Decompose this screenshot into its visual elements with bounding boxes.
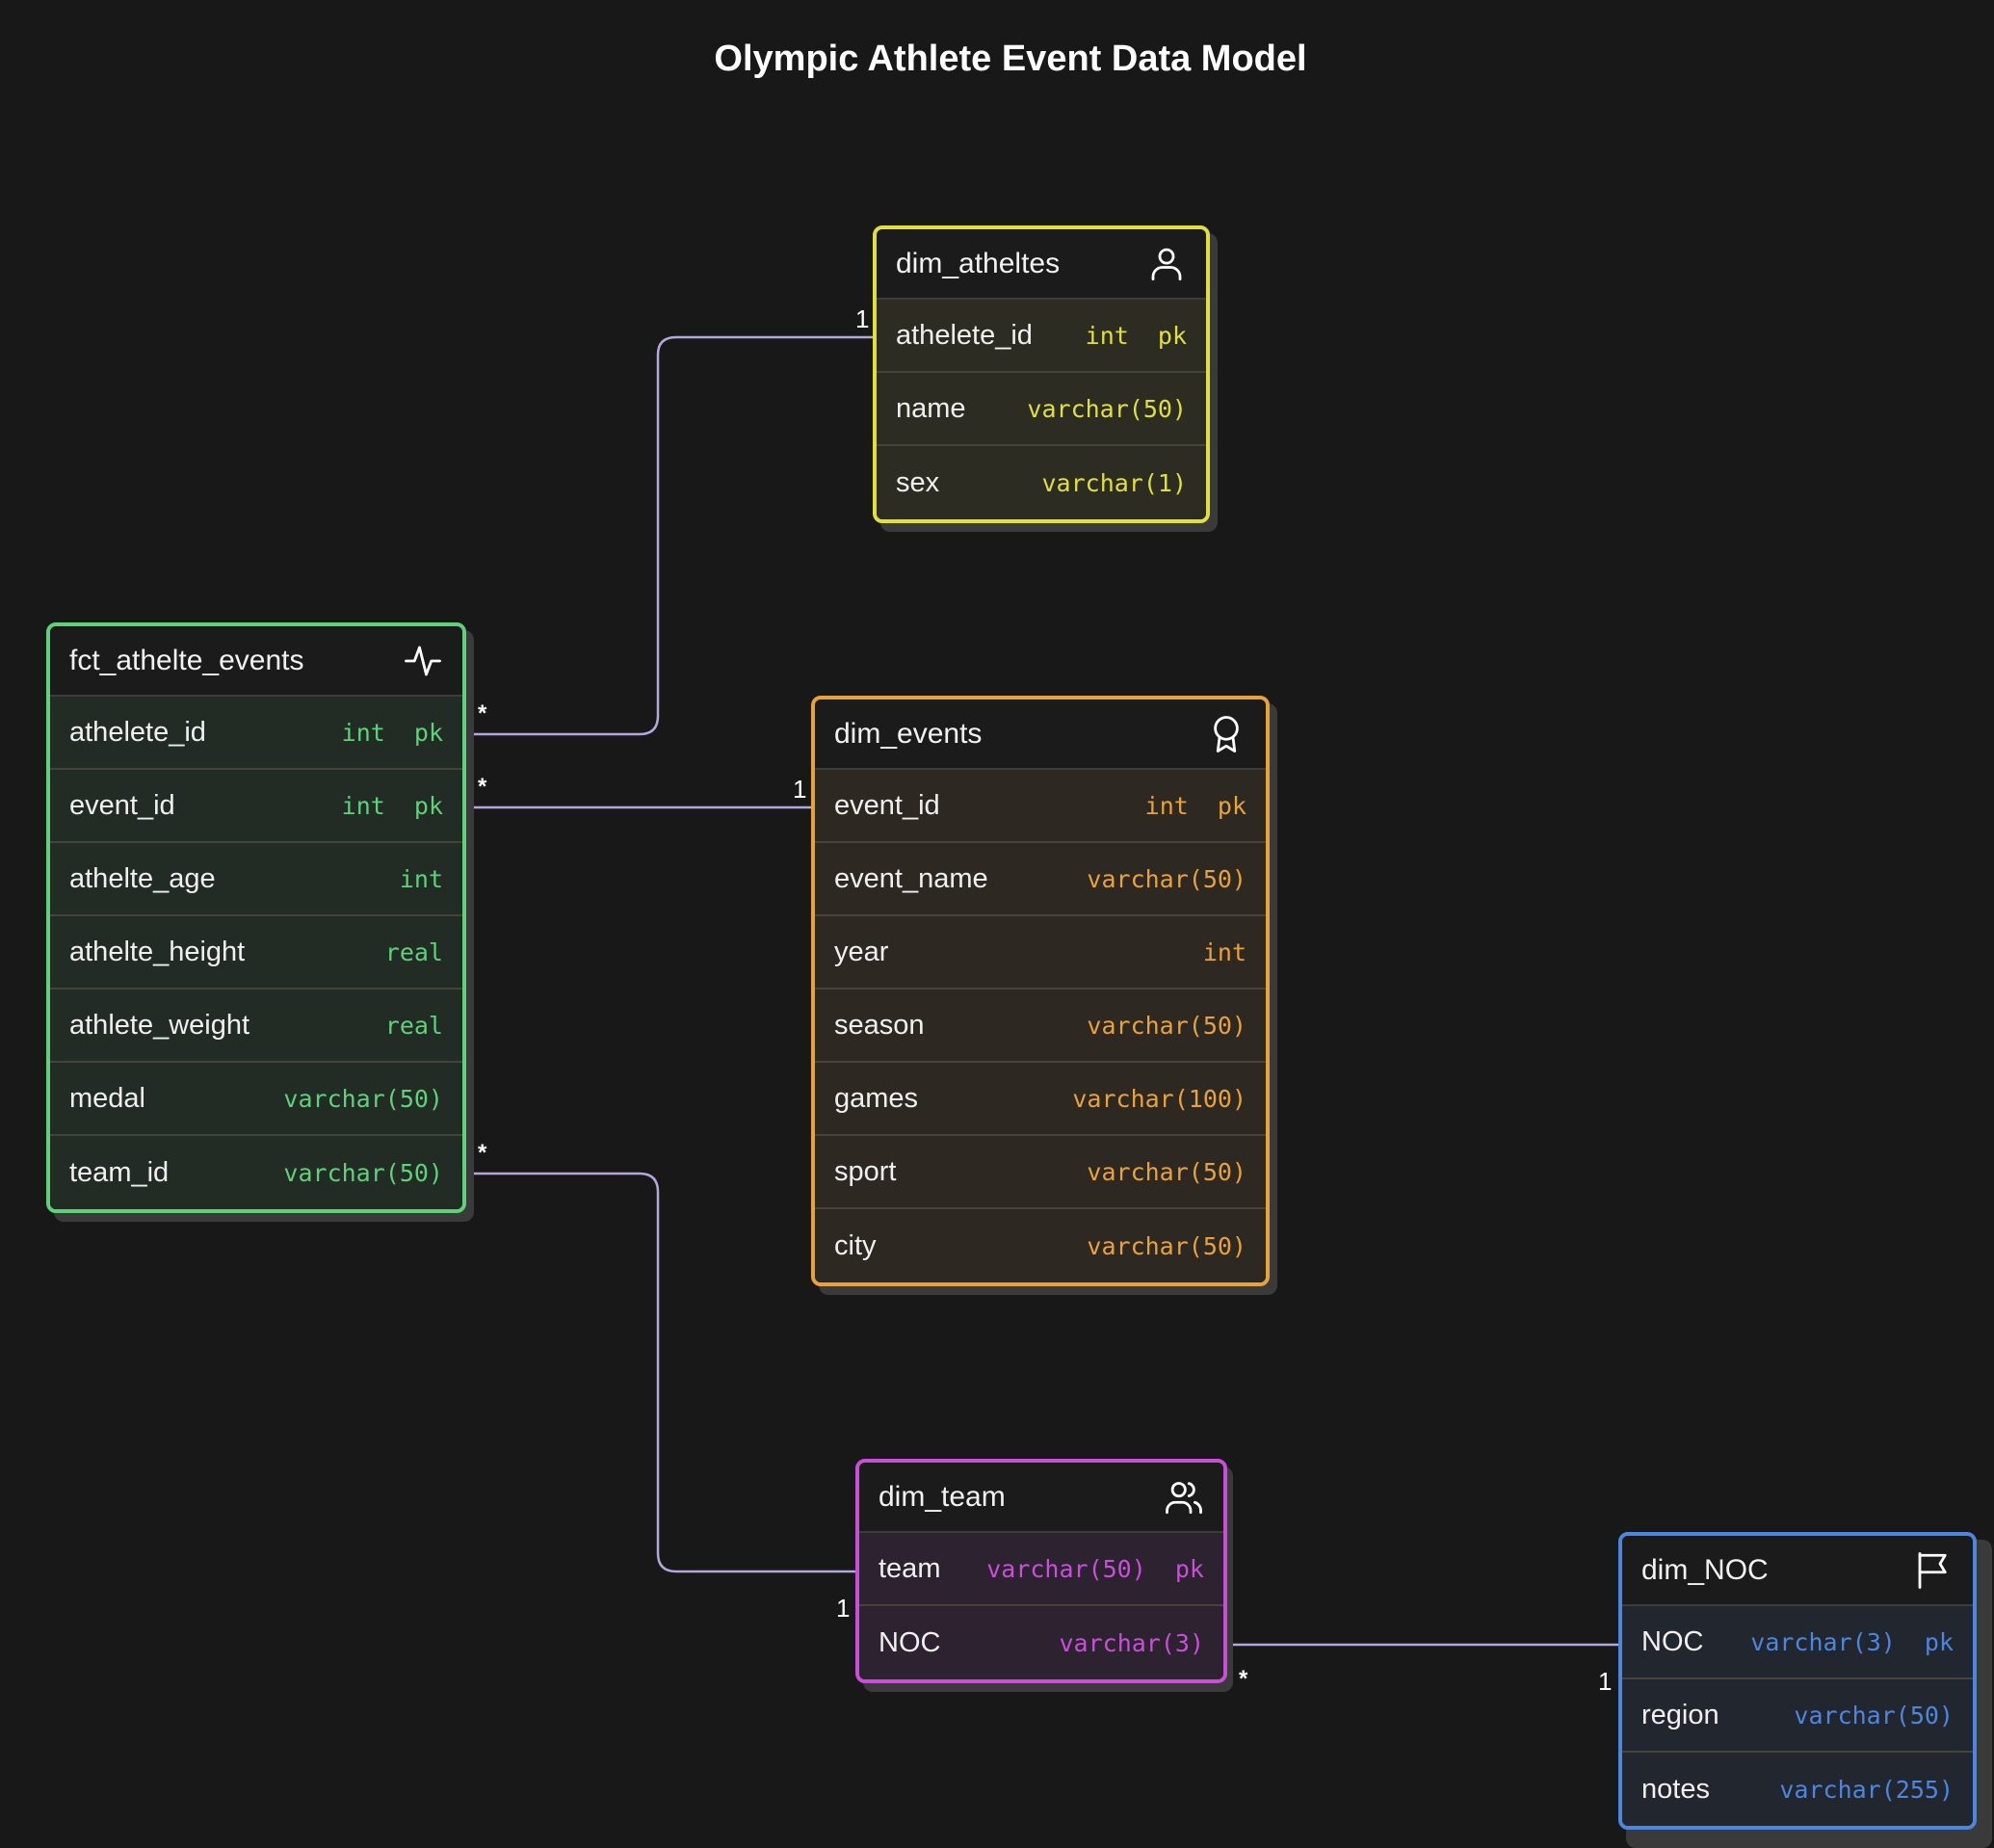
column-type: real: [384, 1011, 443, 1040]
column-type: int pk: [1085, 321, 1187, 350]
column-name: event_name: [834, 862, 988, 894]
column-row[interactable]: NOC varchar(3): [859, 1606, 1223, 1679]
column-name: athelte_age: [69, 862, 216, 894]
table-name: dim_atheltes: [896, 247, 1061, 279]
table-header: dim_atheltes: [877, 229, 1206, 300]
table-dim-noc[interactable]: dim_NOC NOC varchar(3) pk region varchar(50…: [1618, 1532, 1977, 1830]
column-row[interactable]: athelte_age int: [50, 843, 462, 916]
column-type: varchar(50) pk: [986, 1554, 1204, 1583]
column-row[interactable]: year int: [815, 916, 1266, 990]
cardinality-one: 1: [1598, 1667, 1612, 1696]
column-row[interactable]: notes varchar(255): [1622, 1753, 1973, 1826]
table-name: fct_athelte_events: [69, 644, 304, 676]
column-type: varchar(50): [283, 1158, 443, 1187]
cardinality-one: 1: [793, 775, 806, 804]
flag-icon: [1913, 1550, 1954, 1591]
cardinality-one: 1: [855, 304, 869, 333]
column-row[interactable]: team varchar(50) pk: [859, 1533, 1223, 1606]
column-row[interactable]: athlete_weight real: [50, 990, 462, 1063]
column-row[interactable]: athelete_id int pk: [877, 300, 1206, 373]
cardinality-many: *: [1239, 1666, 1248, 1692]
table-dim-team[interactable]: dim_team team varchar(50) pk NOC varchar(3): [855, 1459, 1227, 1683]
column-type: real: [384, 937, 443, 966]
column-type: varchar(50): [1794, 1701, 1954, 1729]
column-row[interactable]: games varchar(100): [815, 1063, 1266, 1136]
column-name: event_id: [834, 789, 940, 821]
column-row[interactable]: sex varchar(1): [877, 446, 1206, 519]
table-name: dim_NOC: [1641, 1553, 1769, 1586]
column-row[interactable]: season varchar(50): [815, 990, 1266, 1063]
cardinality-many: *: [478, 700, 487, 726]
column-name: medal: [69, 1082, 145, 1114]
table-name: dim_team: [879, 1480, 1006, 1513]
column-type: int pk: [1144, 791, 1246, 820]
cardinality-many: *: [478, 1140, 487, 1166]
column-row[interactable]: team_id varchar(50): [50, 1136, 462, 1209]
table-header: dim_NOC: [1622, 1536, 1973, 1606]
column-type: varchar(255): [1779, 1775, 1954, 1804]
column-name: NOC: [879, 1626, 941, 1658]
column-name: athelte_height: [69, 936, 246, 967]
column-name: city: [834, 1229, 877, 1261]
column-type: varchar(1): [1041, 468, 1187, 497]
column-row[interactable]: event_id int pk: [50, 770, 462, 843]
column-name: sport: [834, 1155, 897, 1187]
column-type: varchar(50): [1087, 1157, 1246, 1186]
column-row[interactable]: medal varchar(50): [50, 1063, 462, 1136]
column-name: name: [896, 392, 966, 424]
column-row[interactable]: athelte_height real: [50, 916, 462, 990]
column-type: varchar(50): [1087, 864, 1246, 893]
column-type: varchar(50): [283, 1084, 443, 1113]
column-name: event_id: [69, 789, 175, 821]
column-row[interactable]: NOC varchar(3) pk: [1622, 1606, 1973, 1679]
award-icon: [1206, 714, 1246, 754]
column-row[interactable]: region varchar(50): [1622, 1679, 1973, 1753]
cardinality-many: *: [478, 774, 487, 800]
person-icon: [1146, 244, 1187, 284]
column-name: team: [879, 1552, 941, 1584]
users-icon: [1164, 1477, 1204, 1518]
table-header: dim_team: [859, 1463, 1223, 1533]
column-name: NOC: [1641, 1625, 1704, 1657]
diagram-title: Olympic Athlete Event Data Model: [714, 39, 1307, 79]
cardinality-one: 1: [836, 1594, 850, 1623]
column-row[interactable]: athelete_id int pk: [50, 697, 462, 770]
column-name: athlete_weight: [69, 1009, 250, 1041]
column-type: varchar(50): [1087, 1011, 1246, 1040]
table-header: fct_athelte_events: [50, 626, 462, 697]
column-name: games: [834, 1082, 919, 1114]
column-type: int pk: [341, 791, 443, 820]
activity-icon: [403, 641, 443, 681]
table-header: dim_events: [815, 700, 1266, 770]
column-row[interactable]: sport varchar(50): [815, 1136, 1266, 1209]
column-row[interactable]: event_id int pk: [815, 770, 1266, 843]
column-name: region: [1641, 1699, 1719, 1730]
column-type: varchar(3): [1059, 1628, 1204, 1657]
table-name: dim_events: [834, 717, 983, 750]
table-dim-atheltes[interactable]: dim_atheltes athelete_id int pk name varcha…: [873, 225, 1210, 523]
column-name: notes: [1641, 1773, 1710, 1805]
column-name: sex: [896, 466, 940, 498]
column-name: athelete_id: [69, 716, 206, 748]
column-type: varchar(100): [1072, 1084, 1246, 1113]
column-row[interactable]: event_name varchar(50): [815, 843, 1266, 916]
column-row[interactable]: city varchar(50): [815, 1209, 1266, 1282]
column-name: season: [834, 1009, 925, 1041]
relationship-line-team: [462, 1172, 862, 1573]
column-type: int pk: [341, 718, 443, 747]
relationship-line-athlete: [462, 335, 879, 736]
column-type: int: [1202, 937, 1246, 966]
column-name: athelete_id: [896, 319, 1033, 351]
column-name: year: [834, 936, 889, 967]
column-row[interactable]: name varchar(50): [877, 373, 1206, 446]
column-type: varchar(3) pk: [1750, 1627, 1954, 1656]
column-type: varchar(50): [1027, 394, 1187, 423]
column-type: varchar(50): [1087, 1231, 1246, 1260]
column-type: int: [399, 864, 443, 893]
column-name: team_id: [69, 1156, 170, 1188]
